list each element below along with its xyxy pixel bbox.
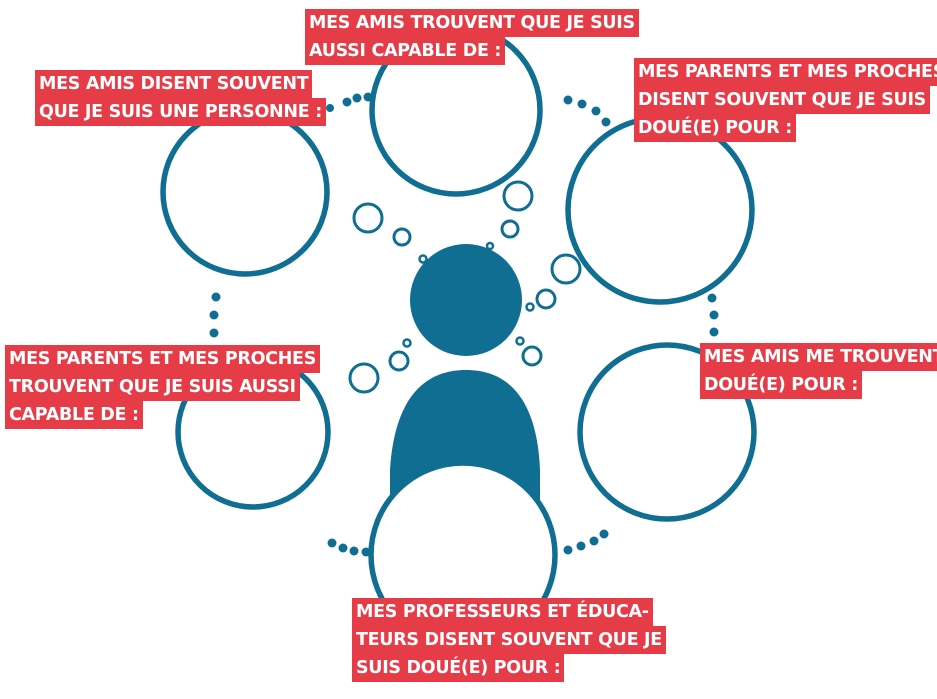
- label-line: aussi capable de :: [305, 37, 506, 65]
- thought-circle-top-left: [160, 107, 330, 277]
- small-bubbles: [348, 180, 582, 394]
- label-line: Mes amis trouvent que je suis: [305, 9, 639, 37]
- label-line: teurs disent souvent que je: [352, 626, 666, 654]
- label-right: Mes amis me trouvent doué(e) pour :: [700, 343, 937, 399]
- label-line: Mes parents et mes proches: [5, 345, 321, 373]
- label-line: doué(e) pour :: [634, 114, 796, 142]
- label-line: Mes amis me trouvent: [700, 343, 937, 371]
- label-top: Mes amis trouvent que je suis aussi capa…: [305, 9, 639, 65]
- label-left: Mes parents et mes proches trouvent que …: [5, 345, 321, 429]
- label-line: Mes parents et mes proches: [634, 58, 937, 86]
- label-line: Mes professeurs et éduca-: [352, 598, 653, 626]
- label-bottom: Mes professeurs et éduca- teurs disent s…: [352, 598, 666, 682]
- label-line: capable de :: [5, 401, 143, 429]
- label-line: Mes amis disent souvent: [35, 70, 313, 98]
- label-line: trouvent que je suis aussi: [5, 373, 300, 401]
- label-top-left: Mes amis disent souvent que je suis une …: [35, 70, 326, 126]
- label-line: doué(e) pour :: [700, 371, 862, 399]
- label-line: que je suis une personne :: [35, 98, 326, 126]
- dotted-connectors: [209, 92, 719, 557]
- label-line: disent souvent que je suis: [634, 86, 930, 114]
- label-line: suis doué(e) pour :: [352, 654, 565, 682]
- thought-circle-top-right: [565, 115, 755, 305]
- label-top-right: Mes parents et mes proches disent souven…: [634, 58, 937, 142]
